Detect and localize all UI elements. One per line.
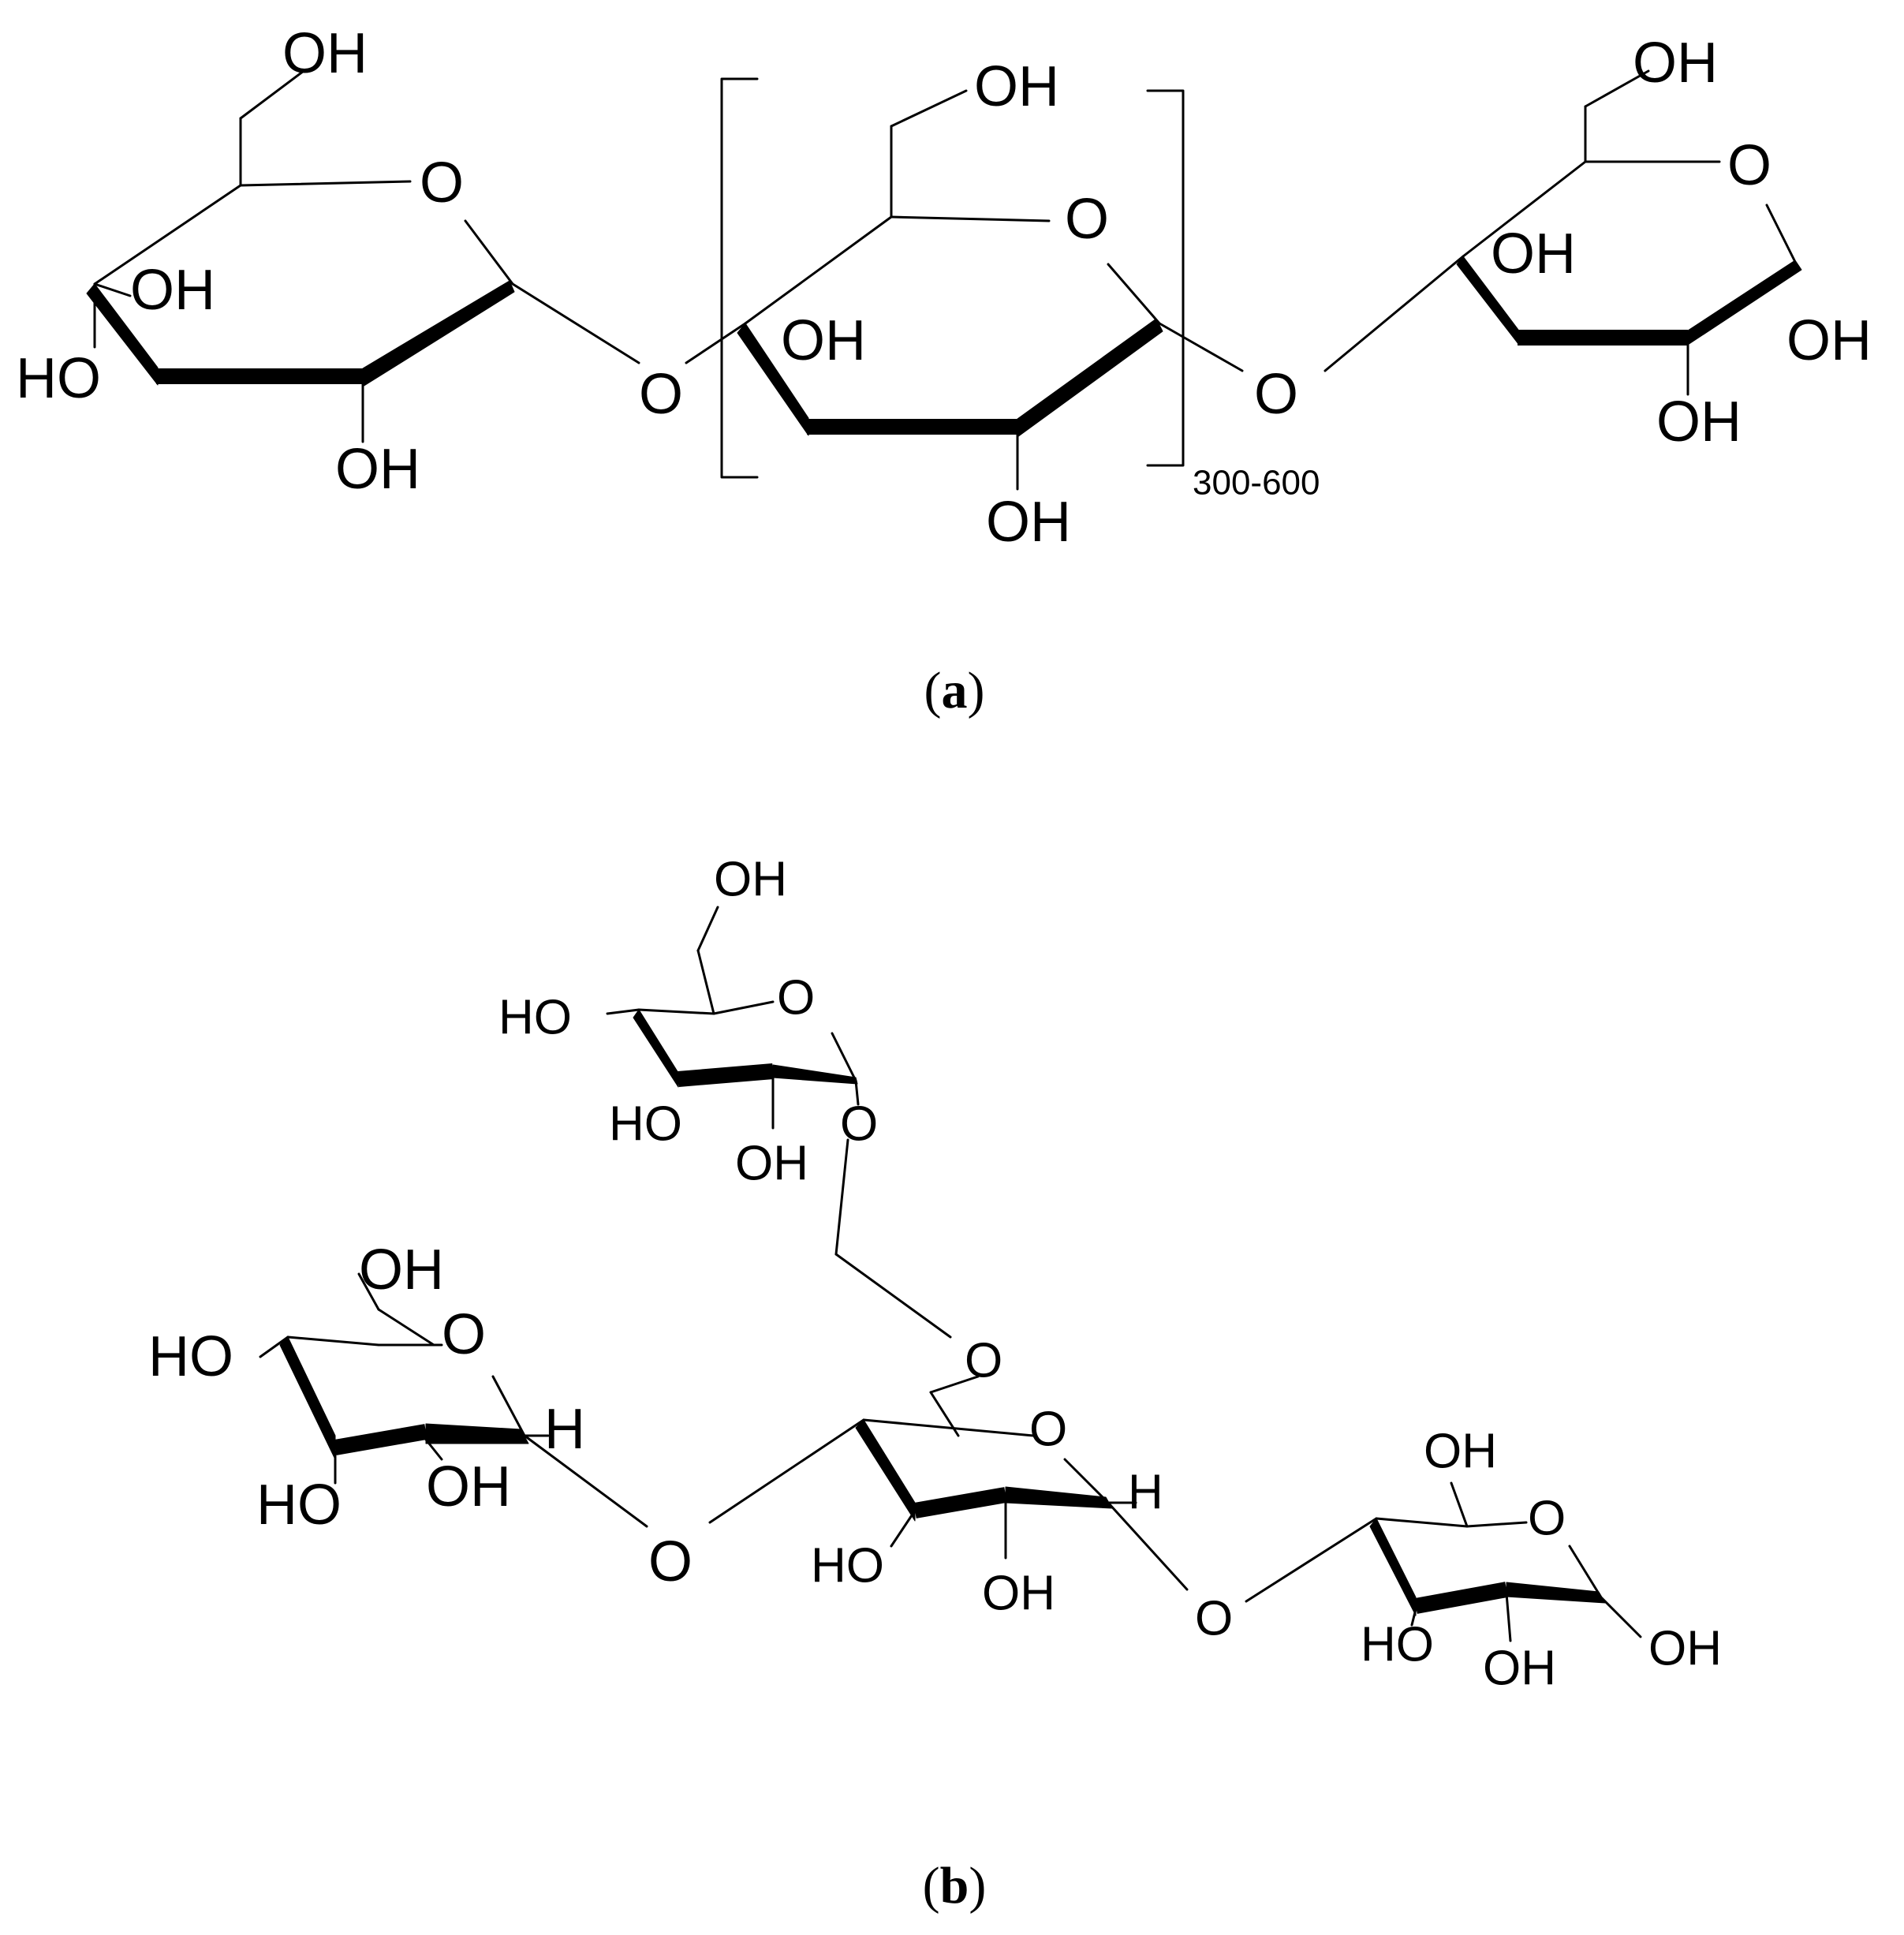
atom-oh: OH	[781, 309, 866, 372]
atom-ring-oxygen: O	[1727, 134, 1771, 197]
structure-a-atom-labels: OH O OH HO OH O OH O OH OH 300-600 O OH …	[16, 22, 1872, 554]
structure-b-atom-labels: OH HO O HO O OH OH HO O H HO OH O O O H …	[148, 853, 1722, 1696]
atom-h: H	[1128, 1466, 1163, 1520]
structure-a: OH O OH HO OH O OH O OH OH 300-600 O OH …	[16, 22, 1872, 719]
atom-oh: OH	[130, 259, 215, 322]
atom-oh: OH	[335, 438, 420, 501]
atom-oh: OH	[1648, 1622, 1722, 1676]
atom-glycosidic-oxygen: O	[840, 1097, 878, 1152]
atom-oh: OH	[1483, 1642, 1556, 1696]
atom-oh: OH	[1633, 32, 1718, 95]
atom-oh: OH	[1424, 1425, 1497, 1479]
atom-oh: OH	[714, 853, 787, 907]
atom-ring-oxygen: O	[1528, 1492, 1566, 1546]
atom-ho: HO	[148, 1325, 233, 1388]
panel-label-a: (a)	[924, 662, 985, 719]
atom-glycosidic-oxygen: O	[648, 1530, 693, 1593]
atom-oh: OH	[1786, 309, 1872, 372]
atom-ho: HO	[16, 347, 101, 410]
structure-b-centre-ring	[708, 1375, 1189, 1591]
atom-oh: OH	[735, 1137, 808, 1191]
atom-oh: OH	[982, 1567, 1055, 1621]
atom-ring-oxygen: O	[777, 971, 815, 1025]
atom-oh: OH	[974, 55, 1059, 118]
atom-oh: OH	[359, 1238, 444, 1302]
structure-a-middle-ring	[685, 77, 1244, 491]
atom-ho: HO	[1361, 1618, 1434, 1672]
atom-ring-oxygen: O	[1029, 1403, 1067, 1457]
atom-oh: OH	[1491, 222, 1576, 286]
atom-oh: OH	[426, 1455, 511, 1518]
atom-glycosidic-oxygen: O	[1195, 1592, 1233, 1646]
structure-b: OH HO O HO O OH OH HO O H HO OH O O O H …	[148, 853, 1722, 1914]
atom-glycosidic-oxygen: O	[1254, 363, 1298, 426]
atom-ring-oxygen: O	[1065, 188, 1109, 251]
atom-ring-oxygen: O	[420, 151, 464, 215]
repeat-subscript: 300-600	[1193, 464, 1320, 502]
atom-ring-oxygen: O	[442, 1303, 486, 1366]
repeat-bracket-right	[1146, 89, 1185, 467]
atom-ho: HO	[256, 1474, 342, 1537]
atom-ho: HO	[498, 991, 572, 1045]
structure-a-right-ring	[1323, 69, 1802, 396]
atom-glycosidic-oxygen: O	[639, 363, 683, 426]
structure-a-left-ring	[86, 69, 640, 443]
atom-ho: HO	[811, 1539, 884, 1593]
atom-oh: OH	[986, 491, 1071, 554]
atom-oh: OH	[1656, 390, 1742, 454]
structure-b-left-ring	[259, 1272, 648, 1528]
atom-ho: HO	[609, 1097, 682, 1152]
panel-label-b: (b)	[923, 1857, 987, 1914]
structure-b-top-ring	[606, 906, 952, 1339]
repeat-bracket-left	[720, 77, 759, 479]
atom-oh: OH	[282, 22, 368, 85]
atom-glycosidic-oxygen: O	[965, 1334, 1002, 1388]
atom-h: H	[544, 1398, 585, 1461]
structure-b-right-ring	[1245, 1481, 1642, 1642]
